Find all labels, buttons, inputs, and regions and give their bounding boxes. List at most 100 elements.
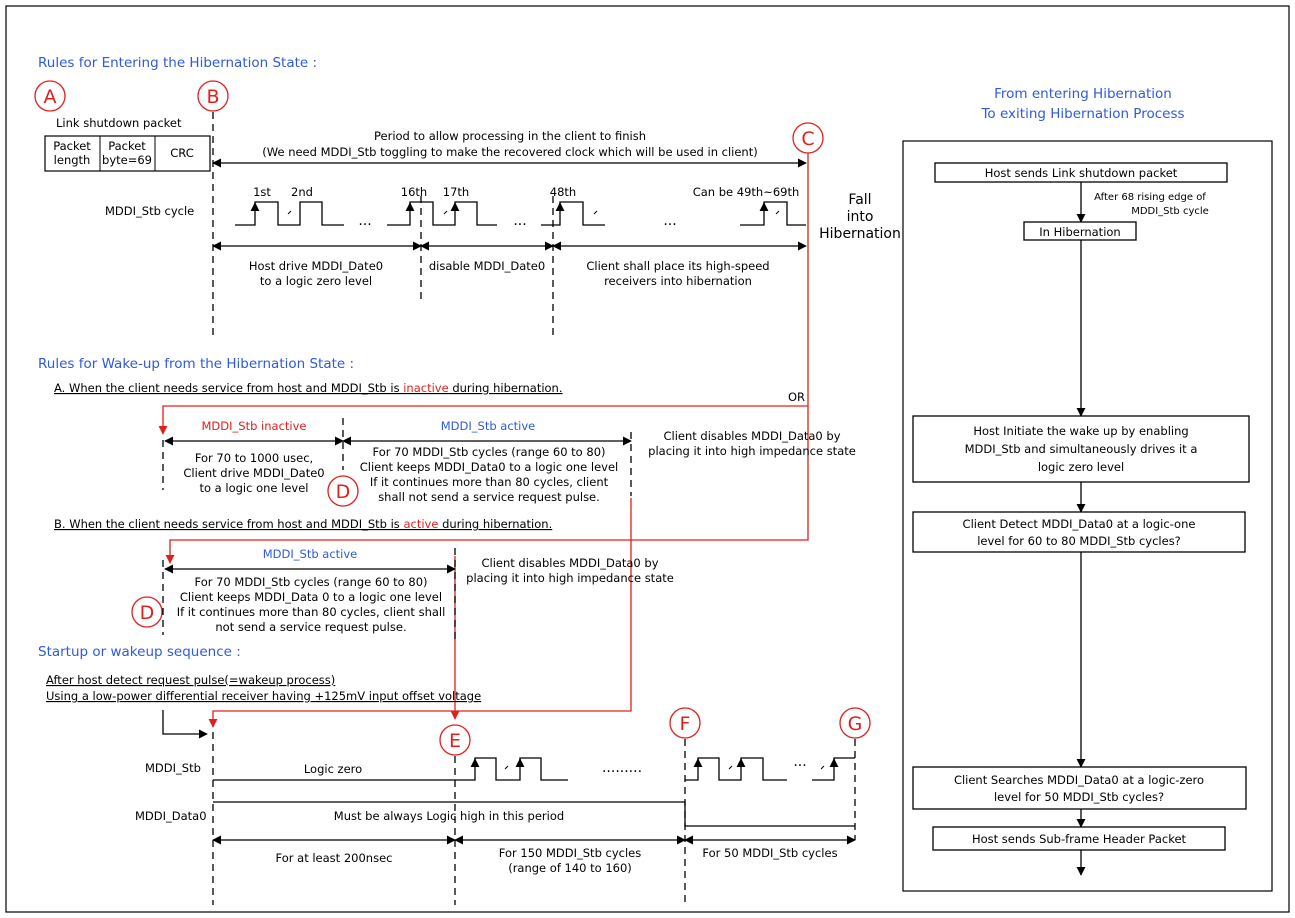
phase-client-2: receivers into hibernation [604, 274, 752, 288]
flow-title-1: From entering Hibernation [994, 86, 1172, 102]
case-a-active-1: For 70 MDDI_Stb cycles (range 60 to 80) [372, 445, 605, 459]
case-a-active-2: Client keeps MDDI_Data0 to a logic one l… [360, 460, 619, 474]
case-b-disable-1: Client disables MDDI_Data0 by [481, 556, 658, 570]
startup-note-1: After host detect request pulse(=wakeup … [46, 673, 335, 687]
letter-e-marker: E [439, 724, 471, 756]
case-b-active-1: For 70 MDDI_Stb cycles (range 60 to 80) [194, 575, 427, 589]
phase-host-drive-2: to a logic zero level [260, 274, 372, 288]
header-wakeup: Rules for Wake-up from the Hibernation S… [38, 356, 354, 372]
link-shutdown-packet: Packet length Packet byte=69 CRC [44, 135, 211, 172]
letter-d-marker-b: D [131, 596, 163, 628]
or-label: OR [788, 390, 805, 404]
header-entering: Rules for Entering the Hibernation State… [38, 55, 317, 71]
svg-text:F: F [680, 713, 691, 735]
cycle-48th: 48th [550, 185, 576, 199]
startup-t2-b: (range of 140 to 160) [508, 861, 632, 875]
letter-g-marker: G [839, 707, 871, 739]
case-b-active-4: not send a service request pulse. [215, 620, 406, 634]
svg-text:byte=69: byte=69 [102, 153, 152, 167]
case-b-active-3: If it continues more than 80 cycles, cli… [177, 605, 446, 619]
phase-disable: disable MDDI_Date0 [429, 259, 545, 273]
letter-b-marker: B [197, 80, 229, 112]
startup-must-high: Must be always Logic high in this period [334, 809, 564, 823]
case-a-active-4: shall not send a service request pulse. [378, 490, 600, 504]
svg-text:B: B [206, 86, 219, 108]
flow-step-host-initiate-2: MDDI_Stb and simultaneously drives it a [965, 442, 1198, 456]
svg-text:CRC: CRC [170, 146, 193, 160]
startup-t2-a: For 150 MDDI_Stb cycles [499, 846, 641, 860]
case-a-active-3: If it continues more than 80 cycles, cli… [370, 475, 609, 489]
flow-step-subframe-text: Host sends Sub-frame Header Packet [972, 832, 1187, 846]
case-a-inactive-1: For 70 to 1000 usec, [195, 451, 313, 465]
case-a-disable-1: Client disables MDDI_Data0 by [663, 429, 840, 443]
case-a-active-label: MDDI_Stb active [441, 419, 536, 433]
startup-t3: For 50 MDDI_Stb cycles [702, 846, 837, 860]
svg-text:D: D [140, 602, 155, 624]
period-line-1: Period to allow processing in the client… [374, 129, 646, 143]
letter-c-marker: C [792, 122, 824, 154]
flow-note-2: MDDI_Stb cycle [1131, 206, 1209, 217]
startup-data0-waveform [213, 801, 855, 827]
svg-text:E: E [449, 730, 461, 752]
case-a-inactive-label: MDDI_Stb inactive [202, 419, 307, 433]
startup-note-2: Using a low-power differential receiver … [46, 689, 481, 703]
flow-panel [902, 140, 1273, 892]
flow-step-host-initiate-1: Host Initiate the wake up by enabling [973, 424, 1188, 438]
phase-host-drive-1: Host drive MDDI_Date0 [249, 259, 383, 273]
case-a-inactive-2: Client drive MDDI_Date0 [183, 466, 324, 480]
flow-note-1: After 68 rising edge of [1094, 192, 1206, 203]
flow-step-link-shutdown [934, 162, 1228, 183]
startup-t1: For at least 200nsec [276, 851, 393, 865]
flow-step-subframe [932, 826, 1226, 851]
svg-text:C: C [801, 128, 814, 150]
letter-f-marker: F [669, 707, 701, 739]
flow-step-host-initiate [912, 415, 1250, 483]
svg-text:Packet: Packet [108, 139, 146, 153]
letter-a-marker: A [34, 80, 66, 112]
startup-entry-arrow [162, 710, 208, 739]
case-b-active-2: Client keeps MDDI_Data 0 to a logic one … [180, 590, 442, 604]
flow-step-host-initiate-3: logic zero level [1038, 460, 1124, 474]
startup-logic-zero: Logic zero [304, 762, 362, 776]
cycle-1st: 1st [253, 185, 271, 199]
case-b-disable-2: placing it into high impedance state [466, 571, 674, 585]
flow-step-client-search-1: Client Searches MDDI_Data0 at a logic-ze… [954, 773, 1204, 787]
startup-stb-label: MDDI_Stb [145, 761, 201, 775]
ellipsis-1: ... [358, 213, 371, 229]
red-flow-lines [158, 153, 809, 728]
phase-client-1: Client shall place its high-speed [586, 259, 769, 273]
ellipsis-2: ... [513, 213, 526, 229]
svg-text:D: D [336, 481, 351, 503]
flow-title-2: To exiting Hibernation Process [980, 106, 1184, 122]
cycle-16th: 16th [401, 185, 427, 199]
startup-ellipsis-long: ········· [602, 764, 642, 780]
startup-ellipsis-short: ··· [793, 758, 806, 774]
startup-stb-waveform [213, 757, 855, 781]
case-a-disable-2: placing it into high impedance state [648, 444, 856, 458]
ellipsis-3: ... [663, 213, 676, 229]
flow-step-client-detect-1: Client Detect MDDI_Data0 at a logic-one [963, 517, 1196, 531]
outer-frame [5, 5, 1290, 913]
flow-step-link-shutdown-text: Host sends Link shutdown packet [985, 166, 1178, 180]
cycle-last: Can be 49th~69th [693, 185, 800, 199]
case-b-heading: B. When the client needs service from ho… [54, 517, 552, 531]
flow-step-client-search-2: level for 50 MDDI_Stb cycles? [994, 790, 1164, 804]
cycle-17th: 17th [443, 185, 469, 199]
flow-step-in-hibernation-text: In Hibernation [1039, 225, 1120, 239]
fall-label-1: Fall [848, 192, 871, 208]
letter-d-marker-a: D [327, 475, 359, 507]
svg-text:length: length [54, 153, 91, 167]
period-line-2: (We need MDDI_Stb toggling to make the r… [262, 145, 757, 159]
case-b-active-label: MDDI_Stb active [263, 547, 358, 561]
case-a-heading: A. When the client needs service from ho… [54, 381, 563, 395]
svg-text:Packet: Packet [53, 139, 91, 153]
flow-step-client-detect [912, 511, 1246, 553]
svg-text:G: G [848, 713, 863, 735]
svg-text:A: A [44, 86, 57, 108]
flow-step-client-search [912, 766, 1247, 810]
flow-step-in-hibernation [1023, 221, 1137, 241]
packet-title: Link shutdown packet [56, 116, 182, 130]
fall-label-3: Hibernation [819, 226, 901, 242]
fall-label-2: into [847, 209, 874, 225]
